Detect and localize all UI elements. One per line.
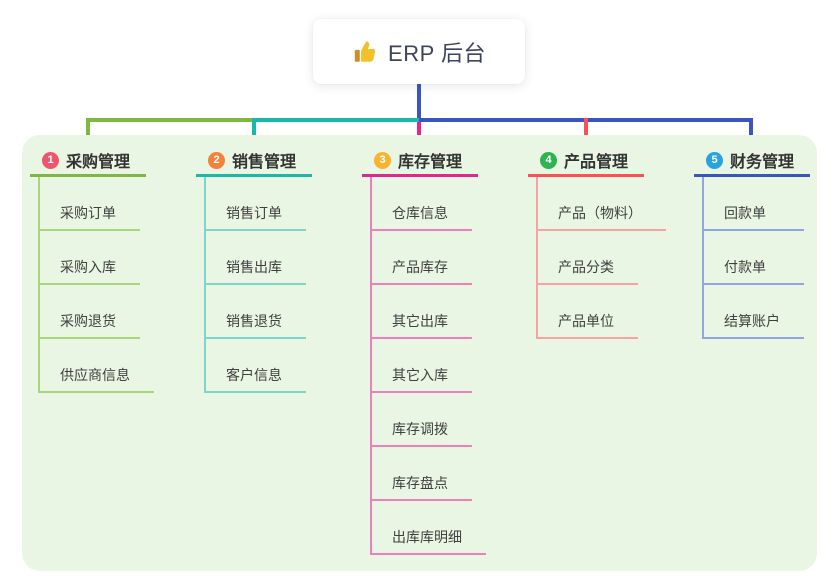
child-node-warehouse-info[interactable]: 仓库信息 <box>372 177 472 231</box>
root-title: ERP 后台 <box>388 40 486 66</box>
branch-header-sales[interactable]: 2 销售管理 <box>196 143 312 177</box>
branches-panel <box>22 135 817 571</box>
bus-segment-teal <box>252 118 419 122</box>
branch-header-inventory[interactable]: 3 库存管理 <box>362 143 478 177</box>
branch-drop-line-2 <box>252 118 256 148</box>
branch-label-finance: 财务管理 <box>730 154 795 171</box>
branch-drop-line-4 <box>584 118 588 148</box>
child-node-other-inbound[interactable]: 其它入库 <box>372 339 472 393</box>
child-node-stock-taking[interactable]: 库存盘点 <box>372 447 472 501</box>
child-node-other-outbound[interactable]: 其它出库 <box>372 285 472 339</box>
branch-header-finance[interactable]: 5 财务管理 <box>694 143 810 177</box>
child-node-purchase-inbound[interactable]: 采购入库 <box>40 231 140 285</box>
branch-badge-4: 4 <box>540 151 557 169</box>
branch-label-sales: 销售管理 <box>232 154 297 171</box>
child-node-supplier-info[interactable]: 供应商信息 <box>40 339 154 393</box>
bus-segment-green <box>86 118 254 122</box>
child-node-purchase-return[interactable]: 采购退货 <box>40 285 140 339</box>
child-node-product-material[interactable]: 产品（物料） <box>538 177 666 231</box>
child-node-sales-order[interactable]: 销售订单 <box>206 177 306 231</box>
child-node-product-unit[interactable]: 产品单位 <box>538 285 638 339</box>
child-node-payment-bill[interactable]: 付款单 <box>704 231 804 285</box>
branch-header-purchase[interactable]: 1 采购管理 <box>30 143 146 177</box>
child-node-settlement-account[interactable]: 结算账户 <box>704 285 804 339</box>
thumbs-up-icon <box>354 41 376 62</box>
branch-badge-5: 5 <box>706 151 723 169</box>
branch-column-purchase: 1 采购管理 采购订单 采购入库 采购退货 供应商信息 <box>30 143 180 393</box>
child-node-purchase-order[interactable]: 采购订单 <box>40 177 140 231</box>
child-node-sales-return[interactable]: 销售退货 <box>206 285 306 339</box>
branch-column-inventory: 3 库存管理 仓库信息 产品库存 其它出库 其它入库 库存调拨 库存盘点 出库库… <box>362 143 512 555</box>
branch-badge-2: 2 <box>208 151 225 169</box>
child-node-receipt-bill[interactable]: 回款单 <box>704 177 804 231</box>
child-node-product-stock[interactable]: 产品库存 <box>372 231 472 285</box>
child-node-outbound-detail[interactable]: 出库库明细 <box>372 501 486 555</box>
branch-column-product: 4 产品管理 产品（物料） 产品分类 产品单位 <box>528 143 678 339</box>
branch-badge-1: 1 <box>42 151 59 169</box>
branch-label-product: 产品管理 <box>564 154 629 171</box>
child-node-stock-transfer[interactable]: 库存调拨 <box>372 393 472 447</box>
branch-drop-line-1 <box>86 118 90 148</box>
branch-children-product: 产品（物料） 产品分类 产品单位 <box>536 177 678 339</box>
trunk-line <box>417 84 421 119</box>
branch-header-product[interactable]: 4 产品管理 <box>528 143 644 177</box>
branch-column-finance: 5 财务管理 回款单 付款单 结算账户 <box>694 143 839 339</box>
branch-children-sales: 销售订单 销售出库 销售退货 客户信息 <box>204 177 346 393</box>
branch-label-purchase: 采购管理 <box>66 154 131 171</box>
branch-drop-line-5 <box>749 118 753 148</box>
branch-children-finance: 回款单 付款单 结算账户 <box>702 177 839 339</box>
branch-children-purchase: 采购订单 采购入库 采购退货 供应商信息 <box>38 177 180 393</box>
root-node[interactable]: ERP 后台 <box>313 19 525 84</box>
child-node-product-category[interactable]: 产品分类 <box>538 231 638 285</box>
branch-label-inventory: 库存管理 <box>398 154 463 171</box>
child-node-customer-info[interactable]: 客户信息 <box>206 339 306 393</box>
branch-children-inventory: 仓库信息 产品库存 其它出库 其它入库 库存调拨 库存盘点 出库库明细 <box>370 177 512 555</box>
child-node-sales-outbound[interactable]: 销售出库 <box>206 231 306 285</box>
branch-column-sales: 2 销售管理 销售订单 销售出库 销售退货 客户信息 <box>196 143 346 393</box>
branch-badge-3: 3 <box>374 151 391 169</box>
